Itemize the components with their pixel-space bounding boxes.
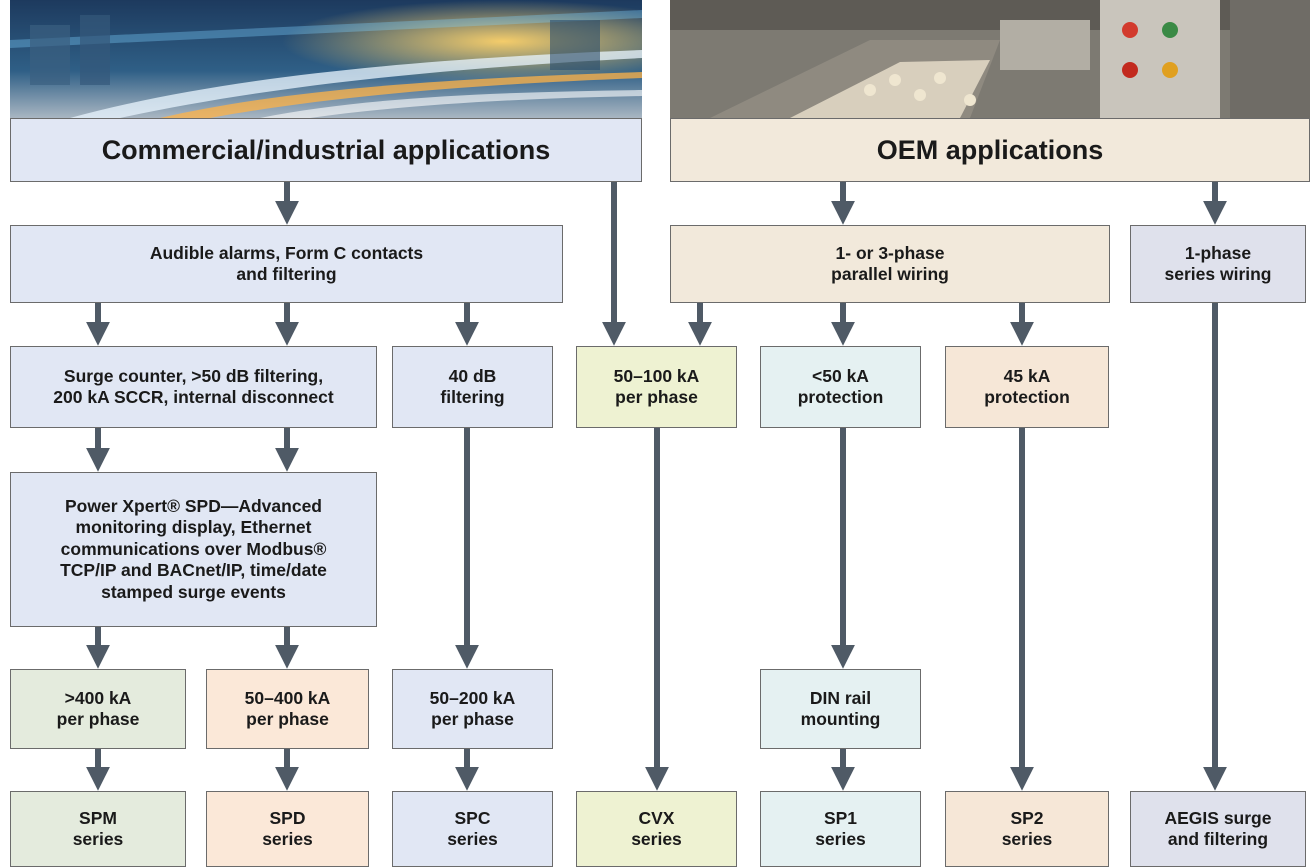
aegis-node: AEGIS surge and filtering	[1130, 791, 1306, 867]
sp2-series-node: SP2 series	[945, 791, 1109, 867]
series-wiring-node: 1-phase series wiring	[1130, 225, 1306, 303]
audible-alarms-node: Audible alarms, Form C contacts and filt…	[10, 225, 563, 303]
ka-50-400-node: 50–400 kA per phase	[206, 669, 369, 749]
spm-series-node: SPM series	[10, 791, 186, 867]
power-xpert-node: Power Xpert® SPD—Advanced monitoring dis…	[10, 472, 377, 627]
parallel-wiring-node: 1- or 3-phase parallel wiring	[670, 225, 1110, 303]
factory-conveyor-photo	[670, 0, 1310, 118]
oem-applications-header: OEM applications	[670, 118, 1310, 182]
commercial-industrial-header: Commercial/industrial applications	[10, 118, 642, 182]
filtering-40db-node: 40 dB filtering	[392, 346, 553, 428]
lt-50ka-node: <50 kA protection	[760, 346, 921, 428]
din-rail-node: DIN rail mounting	[760, 669, 921, 749]
cvx-series-node: CVX series	[576, 791, 737, 867]
ka-50-100-node: 50–100 kA per phase	[576, 346, 737, 428]
ka-50-200-node: 50–200 kA per phase	[392, 669, 553, 749]
gt-400ka-node: >400 kA per phase	[10, 669, 186, 749]
city-highway-photo	[10, 0, 642, 118]
spc-series-node: SPC series	[392, 791, 553, 867]
ka-45-node: 45 kA protection	[945, 346, 1109, 428]
spd-series-node: SPD series	[206, 791, 369, 867]
sp1-series-node: SP1 series	[760, 791, 921, 867]
surge-counter-node: Surge counter, >50 dB filtering, 200 kA …	[10, 346, 377, 428]
